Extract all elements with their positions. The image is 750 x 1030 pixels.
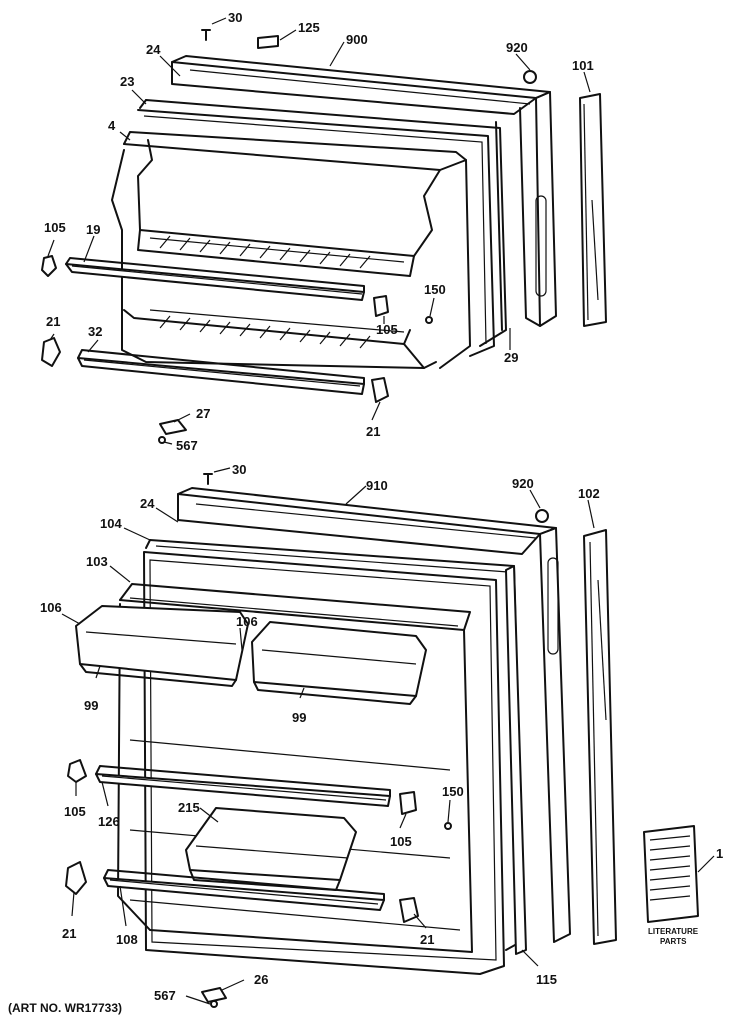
- freezer-pin-shape: [158, 436, 166, 444]
- fresh-label-106-left: 106: [40, 600, 62, 615]
- freezer-labels: 30 125 900 920 101 24 23 4 105 19 21 32 …: [44, 10, 594, 453]
- freezer-screw-right-shape: [425, 316, 433, 324]
- freezer-label-21-right: 21: [366, 424, 380, 439]
- freezer-label-101: 101: [572, 58, 594, 73]
- freezer-label-21-left: 21: [46, 314, 60, 329]
- literature-label-line1: LITERATURE: [648, 927, 699, 936]
- literature-label-line2: PARTS: [660, 937, 687, 946]
- art-number: (ART NO. WR17733): [8, 1001, 122, 1015]
- fresh-cap-right-shape: [399, 897, 419, 923]
- fresh-outer-door: [177, 487, 571, 943]
- fresh-label-99-left: 99: [84, 698, 98, 713]
- fresh-label-910: 910: [366, 478, 388, 493]
- freezer-gasket: [137, 109, 495, 357]
- freezer-outer-door: [171, 55, 557, 327]
- freezer-leader-lines: [47, 17, 591, 445]
- fresh-label-108: 108: [116, 932, 138, 947]
- freezer-plug-shape: [523, 70, 537, 84]
- freezer-label-920: 920: [506, 40, 528, 55]
- fresh-lower-bar: [103, 869, 385, 911]
- freezer-label-23: 23: [120, 74, 134, 89]
- fresh-label-1: 1: [716, 846, 723, 861]
- fresh-label-126: 126: [98, 814, 120, 829]
- fresh-side-strip: [505, 565, 527, 955]
- fresh-frame: [117, 583, 473, 953]
- freezer-label-32: 32: [88, 324, 102, 339]
- freezer-cap-right-shape: [371, 377, 389, 403]
- fresh-label-115: 115: [536, 972, 557, 987]
- fresh-hinge-plate-shape: [201, 987, 227, 1003]
- freezer-bracket-left-shape: [41, 255, 57, 277]
- fresh-label-215: 215: [178, 800, 200, 815]
- freezer-hinge-plate-shape: [159, 419, 187, 435]
- freezer-label-27: 27: [196, 406, 210, 421]
- fresh-cap-left-shape: [65, 861, 87, 895]
- fresh-screw-top-shape: [203, 473, 213, 485]
- fresh-label-24: 24: [140, 496, 155, 511]
- fresh-label-105-right: 105: [390, 834, 412, 849]
- freezer-tag-shape: [257, 35, 279, 49]
- freezer-shelf-bar: [65, 257, 365, 301]
- freezer-bracket-right-shape: [373, 295, 389, 317]
- freezer-handle-strip: [579, 93, 607, 327]
- fresh-label-103: 103: [86, 554, 108, 569]
- fresh-upper-bar: [95, 765, 391, 807]
- fresh-labels: 30 910 920 102 24 104 103 106 106 99 99 …: [40, 462, 723, 1003]
- freezer-screw-top-shape: [201, 29, 211, 41]
- fresh-pin-shape: [210, 1000, 218, 1008]
- freezer-small-parts: [41, 29, 537, 444]
- freezer-label-4: 4: [108, 118, 116, 133]
- fresh-label-21-right: 21: [420, 932, 434, 947]
- freezer-label-567: 567: [176, 438, 198, 453]
- freezer-lower-bar: [77, 349, 365, 395]
- freezer-label-900: 900: [346, 32, 368, 47]
- fresh-food-door-assembly: LITERATURE PARTS: [40, 462, 723, 1008]
- freezer-label-19: 19: [86, 222, 100, 237]
- freezer-label-105-left: 105: [44, 220, 66, 235]
- literature-parts: LITERATURE PARTS: [643, 825, 699, 946]
- fresh-label-26: 26: [254, 972, 268, 987]
- fresh-dairy-compartment: [185, 807, 357, 891]
- fresh-small-parts: [65, 473, 549, 1008]
- freezer-label-150: 150: [424, 282, 446, 297]
- freezer-label-105-right: 105: [376, 322, 398, 337]
- fresh-label-30: 30: [232, 462, 246, 477]
- fresh-bracket-right-shape: [399, 791, 417, 815]
- fresh-label-104: 104: [100, 516, 122, 531]
- fresh-label-150: 150: [442, 784, 464, 799]
- freezer-label-30: 30: [228, 10, 242, 25]
- freezer-label-29: 29: [504, 350, 518, 365]
- fresh-handle-strip: [583, 529, 617, 945]
- fresh-screw-right-shape: [444, 822, 452, 830]
- fresh-label-920: 920: [512, 476, 534, 491]
- fresh-bin-middle: [251, 621, 427, 705]
- fresh-label-99-mid: 99: [292, 710, 306, 725]
- fresh-bracket-left-shape: [67, 759, 87, 783]
- fresh-label-106-mid: 106: [236, 614, 258, 629]
- fresh-label-21-left: 21: [62, 926, 76, 941]
- freezer-door-assembly: 30 125 900 920 101 24 23 4 105 19 21 32 …: [41, 10, 607, 453]
- freezer-label-125: 125: [298, 20, 320, 35]
- fresh-label-105-left: 105: [64, 804, 86, 819]
- fresh-label-567: 567: [154, 988, 176, 1003]
- fresh-label-102: 102: [578, 486, 600, 501]
- fresh-plug-shape: [535, 509, 549, 523]
- freezer-inner-liner: [111, 131, 471, 369]
- freezer-label-24: 24: [146, 42, 161, 57]
- freezer-cap-left-shape: [41, 337, 61, 367]
- fresh-leader-lines: [61, 467, 715, 1005]
- fresh-bin-left: [75, 605, 249, 687]
